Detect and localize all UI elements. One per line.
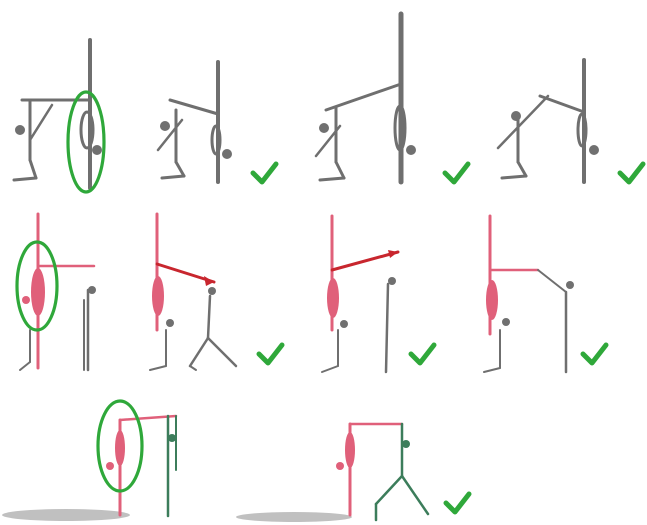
head-icon <box>22 296 30 304</box>
head-icon <box>92 145 102 155</box>
lunging-figure-teal <box>376 424 428 520</box>
examiner-line <box>157 264 214 286</box>
check-mark-icon <box>583 345 606 363</box>
patient-figure <box>327 216 339 330</box>
head-icon <box>168 434 176 442</box>
examiner-line <box>332 250 398 270</box>
head-icon <box>336 462 344 470</box>
panel-row3-1 <box>2 401 176 521</box>
patient-figure <box>486 216 538 334</box>
check-mark-icon <box>253 164 276 182</box>
panel-row2-3 <box>322 216 434 372</box>
head-icon <box>511 111 521 121</box>
head-icon <box>15 125 25 135</box>
patient-figure <box>152 214 164 330</box>
head-icon <box>208 287 216 295</box>
head-icon <box>340 320 348 328</box>
patient-figure <box>345 424 402 515</box>
check-mark-icon <box>411 345 434 363</box>
head-icon <box>166 319 174 327</box>
head-icon <box>402 440 410 448</box>
panel-row1-3 <box>316 14 468 182</box>
standing-figure <box>14 40 93 188</box>
panel-row2-4 <box>484 216 606 372</box>
check-mark-icon <box>445 164 468 182</box>
head-icon <box>319 123 329 133</box>
standing-figure <box>20 290 88 370</box>
check-mark-icon <box>620 164 643 182</box>
panel-row3-2 <box>236 424 469 522</box>
bending-figure <box>484 270 566 372</box>
kneeling-figure <box>498 60 586 182</box>
panel-row2-2 <box>150 214 282 370</box>
head-icon <box>106 462 114 470</box>
head-icon <box>88 286 96 294</box>
head-icon <box>222 149 232 159</box>
head-icon <box>388 277 396 285</box>
head-icon <box>502 318 510 326</box>
panel-row1-1 <box>14 40 104 192</box>
head-icon <box>566 281 574 289</box>
highlight-ring-icon <box>68 92 104 192</box>
kneeling-figure <box>316 14 405 182</box>
panel-row1-2 <box>158 62 276 182</box>
lying-figure <box>236 512 352 522</box>
check-mark-icon <box>446 494 469 512</box>
head-icon <box>589 145 599 155</box>
lying-figure <box>2 509 130 521</box>
standing-figure-teal <box>168 416 176 516</box>
check-mark-icon <box>259 345 282 363</box>
panel-row1-4 <box>498 60 643 182</box>
panel-row2-1 <box>17 214 96 370</box>
head-icon <box>406 145 416 155</box>
head-icon <box>160 121 170 131</box>
